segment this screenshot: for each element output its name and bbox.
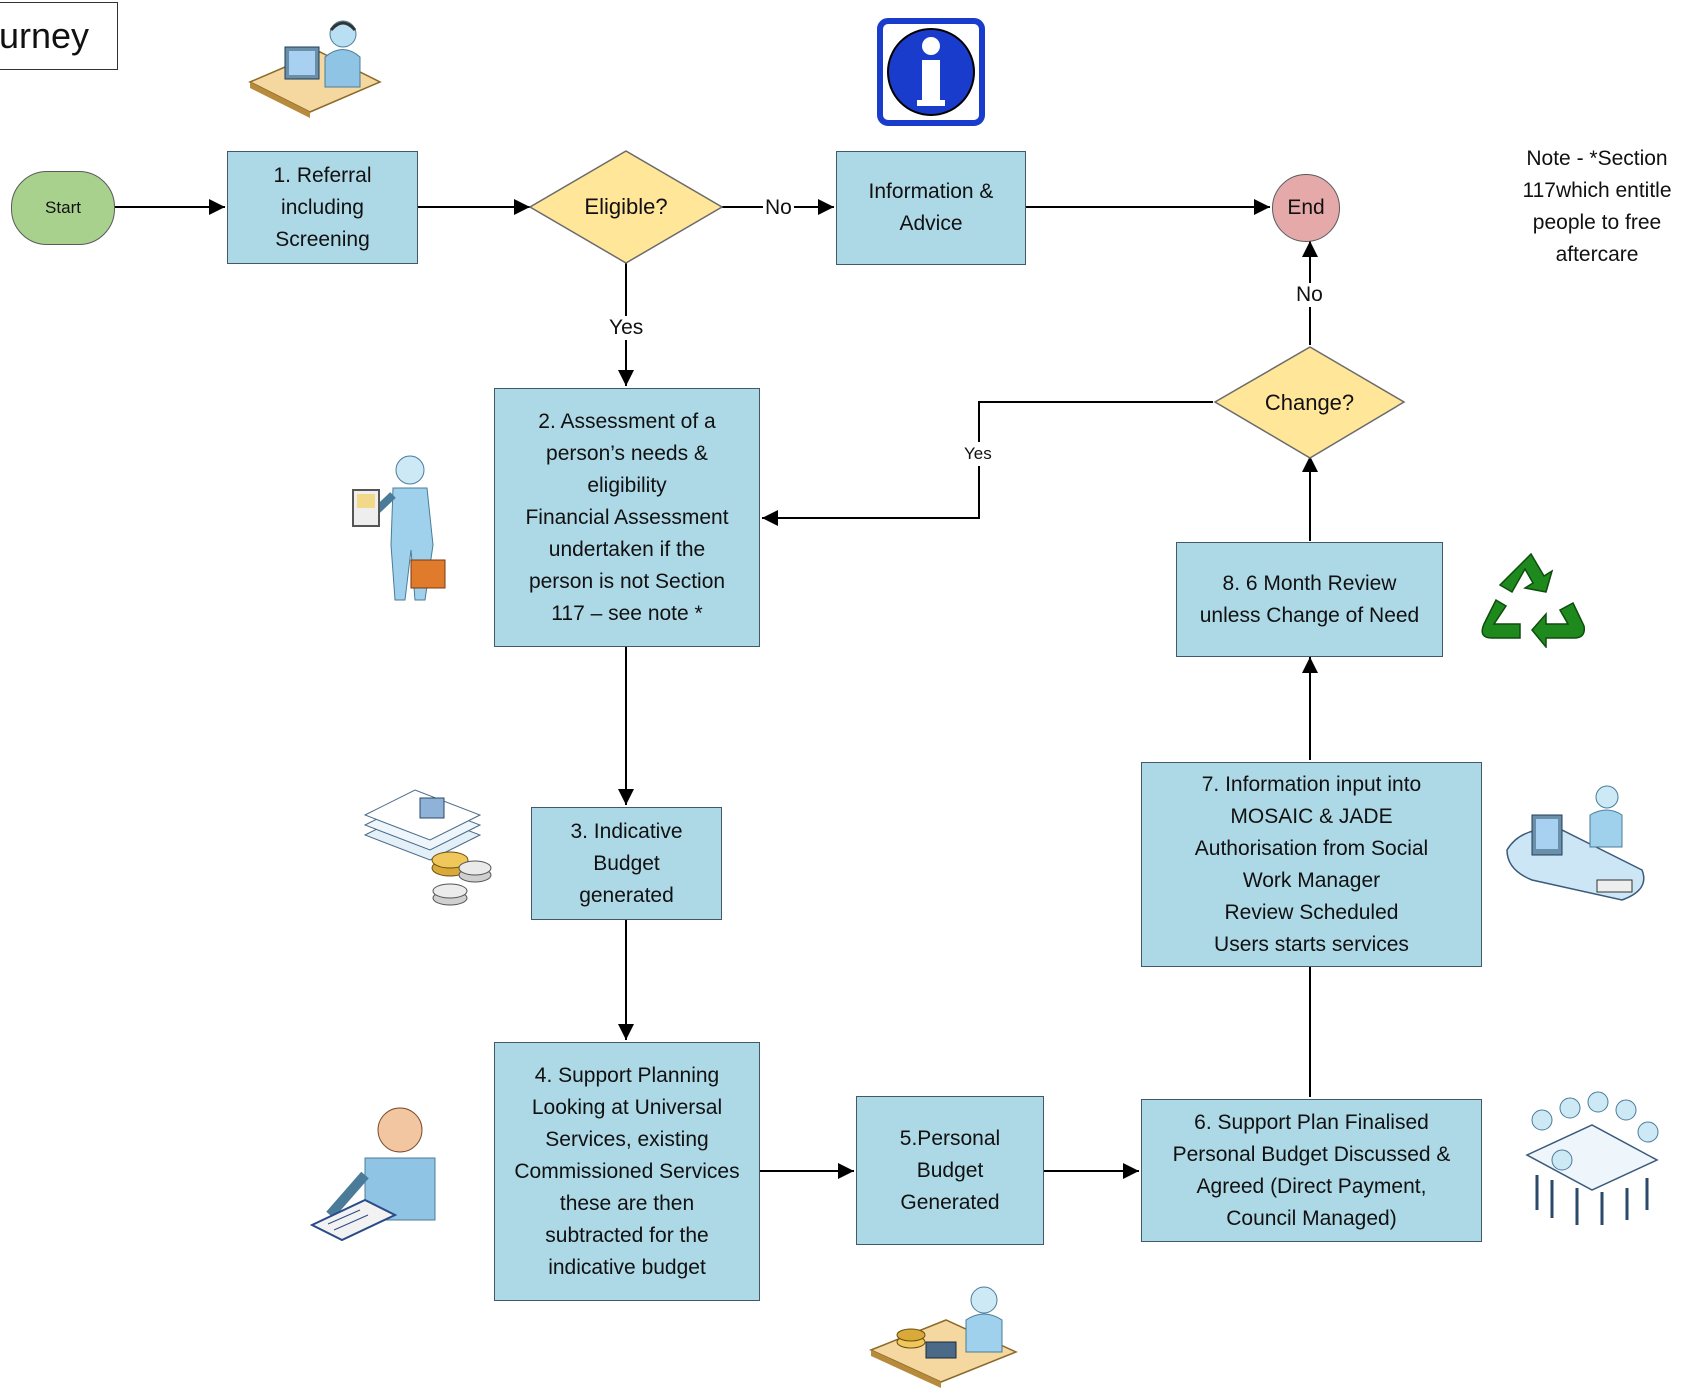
end-terminator: End xyxy=(1272,174,1340,242)
step-indicative-budget-text: 3. Indicative Budget generated xyxy=(570,819,683,907)
decision-eligible-text: Eligible? xyxy=(584,194,668,219)
start-label: Start xyxy=(45,198,81,217)
end-label: End xyxy=(1287,196,1325,219)
page-title: urney xyxy=(0,2,118,70)
step-support-planning-text: 4. Support Planning Looking at Universal… xyxy=(514,1063,740,1279)
decision-change-text: Change? xyxy=(1264,389,1355,415)
edge-label-eligible-yes: Yes xyxy=(607,316,646,340)
meeting-table-icon xyxy=(1525,1091,1659,1225)
step-information-input-text: 7. Information input into MOSAIC & JADE … xyxy=(1194,772,1429,956)
person-counting-money-icon xyxy=(869,1286,1018,1388)
decision-change: Change? xyxy=(1215,347,1404,458)
data-entry-workstation-icon xyxy=(1506,785,1645,901)
step-information-advice: Information & Advice xyxy=(836,151,1026,265)
section-117-note: Note - *Section 117which entitle people … xyxy=(1522,147,1672,266)
step-referral-text: 1. Referral including Screening xyxy=(273,163,372,251)
step-referral: 1. Referral including Screening xyxy=(227,151,418,264)
step-personal-budget: 5.Personal Budget Generated xyxy=(856,1096,1044,1245)
step-information-advice-text: Information & Advice xyxy=(868,180,994,235)
step-assessment: 2. Assessment of a person’s needs & elig… xyxy=(494,388,760,647)
call-center-worker-icon xyxy=(248,20,382,118)
information-icon xyxy=(877,18,985,126)
consultant-with-briefcase-icon xyxy=(352,455,446,601)
step-indicative-budget: 3. Indicative Budget generated xyxy=(531,807,722,920)
edge-label-change-no: No xyxy=(1294,283,1325,307)
step-support-planning: 4. Support Planning Looking at Universal… xyxy=(494,1042,760,1301)
start-terminator: Start xyxy=(11,171,115,245)
decision-eligible: Eligible? xyxy=(530,151,722,263)
decision-eligible-shape xyxy=(528,150,724,264)
edge-label-change-yes: Yes xyxy=(962,442,994,466)
step-plan-finalised-text: 6. Support Plan Finalised Personal Budge… xyxy=(1172,1110,1451,1230)
step-six-month-review: 8. 6 Month Review unless Change of Need xyxy=(1176,542,1443,657)
step-personal-budget-text: 5.Personal Budget Generated xyxy=(899,1126,1001,1214)
page-title-text: urney xyxy=(0,15,90,56)
decision-change-shape xyxy=(1213,346,1406,459)
step-assessment-text: 2. Assessment of a person’s needs & elig… xyxy=(525,409,729,625)
step-information-input: 7. Information input into MOSAIC & JADE … xyxy=(1141,762,1482,967)
step-plan-finalised: 6. Support Plan Finalised Personal Budge… xyxy=(1141,1099,1482,1242)
person-with-document-icon xyxy=(310,1107,436,1242)
step-six-month-review-text: 8. 6 Month Review unless Change of Need xyxy=(1199,571,1420,627)
documents-and-coins-icon xyxy=(363,789,492,906)
recycle-icon xyxy=(1481,552,1586,648)
edge-label-eligible-no: No xyxy=(763,196,794,220)
